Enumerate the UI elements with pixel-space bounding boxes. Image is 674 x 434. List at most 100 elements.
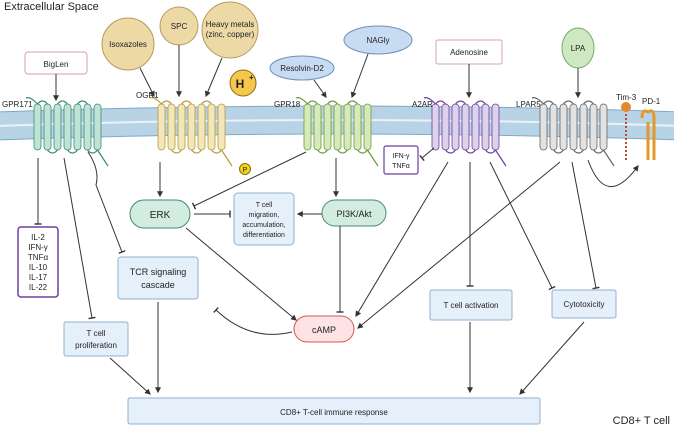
edge-lpar5-camp — [357, 161, 561, 329]
phospho-label: P — [243, 167, 248, 174]
nagly-ligand: NAGly — [343, 25, 413, 55]
transmembrane-helix — [217, 103, 226, 151]
gpr18-label: GPR18 — [274, 100, 301, 109]
edge-resolvin-gpr18 — [313, 79, 327, 98]
transmembrane-helix — [33, 103, 42, 151]
transmembrane-helix — [491, 103, 500, 151]
proton-label: H — [236, 77, 245, 91]
gpr171-receptor — [25, 97, 109, 167]
cytokine-6: IL-22 — [29, 283, 48, 292]
cytokine-4: IL-10 — [29, 263, 48, 272]
a2ar-cytokine-2: TNFα — [392, 163, 410, 170]
gpr171-label: GPR171 — [2, 100, 33, 109]
tcr-line-1: TCR signaling — [130, 267, 187, 277]
tcell-migration-box: T cell migration, accumulation, differen… — [233, 192, 295, 246]
camp-node: cAMP — [293, 315, 355, 343]
transmembrane-helix — [353, 103, 362, 151]
cytokines-left-box: IL-2 IFN-γ TNFα IL-10 IL-17 IL-22 — [17, 226, 59, 298]
transmembrane-helix — [481, 103, 490, 151]
resolvin-label: Resolvin-D2 — [280, 64, 324, 73]
receptor-loops — [531, 97, 615, 167]
transmembrane-helix — [43, 103, 52, 151]
pi3k-label: PI3K/Akt — [336, 209, 372, 219]
proton-sup: + — [249, 73, 254, 82]
a2ar-receptor — [423, 97, 507, 167]
tcell-prolif-line-2: proliferation — [75, 341, 117, 350]
tcell-activation-label: T cell activation — [444, 301, 499, 310]
transmembrane-helix — [441, 103, 450, 151]
transmembrane-helix — [73, 103, 82, 151]
heavy-metals-ligand: Heavy metals (zinc, copper) — [201, 1, 259, 59]
erk-node: ERK — [129, 199, 191, 229]
transmembrane-helix — [559, 103, 568, 151]
proton-ligand: H + — [229, 69, 257, 97]
transmembrane-helix — [63, 103, 72, 151]
tcell-migration-line-1: T cell — [256, 202, 273, 209]
edge-lpar5-checkpoints — [587, 159, 639, 187]
transmembrane-helix — [197, 103, 206, 151]
transmembrane-helix — [599, 103, 608, 151]
tcr-line-2: cascade — [141, 280, 175, 290]
heavy-metals-label-1: Heavy metals — [206, 20, 254, 29]
tim3-receptor — [621, 102, 631, 160]
receptor-loops — [295, 97, 379, 167]
adenosine-label: Adenosine — [450, 48, 488, 57]
transmembrane-helix — [579, 103, 588, 151]
transmembrane-helix — [471, 103, 480, 151]
spc-ligand: SPC — [159, 6, 199, 46]
adenosine-ligand: Adenosine — [435, 39, 503, 65]
pd1-label: PD-1 — [642, 97, 661, 106]
edge-a2ar-cytokines — [419, 147, 435, 162]
tcell-prolif-line-1: T cell — [87, 329, 106, 338]
transmembrane-helix — [569, 103, 578, 151]
tcell-migration-line-4: differentiation — [243, 232, 285, 239]
ogr1-receptor — [149, 97, 233, 167]
edge-nagly-gpr18 — [350, 53, 369, 99]
transmembrane-helix — [363, 103, 372, 151]
transmembrane-helix — [539, 103, 548, 151]
edge-prolif-response — [109, 357, 151, 395]
edges — [34, 45, 639, 395]
extracellular-space-label: Extracellular Space — [4, 1, 99, 13]
tcell-migration-line-2: migration, — [249, 212, 280, 219]
edge-lpar5-cytotox — [571, 161, 600, 290]
resolvin-ligand: Resolvin-D2 — [269, 55, 335, 81]
tim3-label: Tim-3 — [616, 93, 637, 102]
transmembrane-helix — [177, 103, 186, 151]
lpar5-label: LPAR5 — [516, 100, 541, 109]
isoxazoles-ligand: Isoxazoles — [101, 17, 155, 71]
transmembrane-helix — [589, 103, 598, 151]
biglen-ligand: BigLen — [24, 51, 88, 75]
transmembrane-helix — [549, 103, 558, 151]
lpa-label: LPA — [571, 44, 586, 53]
edge-camp-tcr — [213, 306, 293, 335]
transmembrane-helix — [451, 103, 460, 151]
pi3k-node: PI3K/Akt — [321, 199, 387, 227]
transmembrane-helix — [157, 103, 166, 151]
receptor-loops — [423, 97, 507, 167]
edge-metals-ogr1 — [205, 57, 223, 98]
phospho-marker: P — [239, 163, 251, 175]
lpar5-receptor — [531, 97, 615, 167]
ogr1-label: OGR1 — [136, 91, 159, 100]
isoxazoles-label: Isoxazoles — [109, 40, 147, 49]
receptor-loops — [149, 97, 233, 167]
cytokine-5: IL-17 — [29, 273, 48, 282]
cytokine-1: IL-2 — [31, 233, 45, 242]
transmembrane-helix — [333, 103, 342, 151]
a2ar-cytokine-1: IFN-γ — [392, 153, 410, 160]
cytotoxicity-box: Cytotoxicity — [551, 289, 617, 319]
cytotoxicity-label: Cytotoxicity — [564, 300, 605, 309]
cd8-t-cell-label: CD8+ T cell — [613, 415, 670, 427]
cytokine-3: TNFα — [28, 253, 49, 262]
tcell-activation-box: T cell activation — [429, 289, 513, 321]
transmembrane-helix — [167, 103, 176, 151]
transmembrane-helix — [431, 103, 440, 151]
edge-gpr171-tcr — [87, 151, 126, 254]
transmembrane-helix — [323, 103, 332, 151]
immune-response-box: CD8+ T-cell immune response — [127, 397, 541, 425]
cytokine-2: IFN-γ — [28, 243, 48, 252]
lpa-ligand: LPA — [561, 27, 595, 69]
